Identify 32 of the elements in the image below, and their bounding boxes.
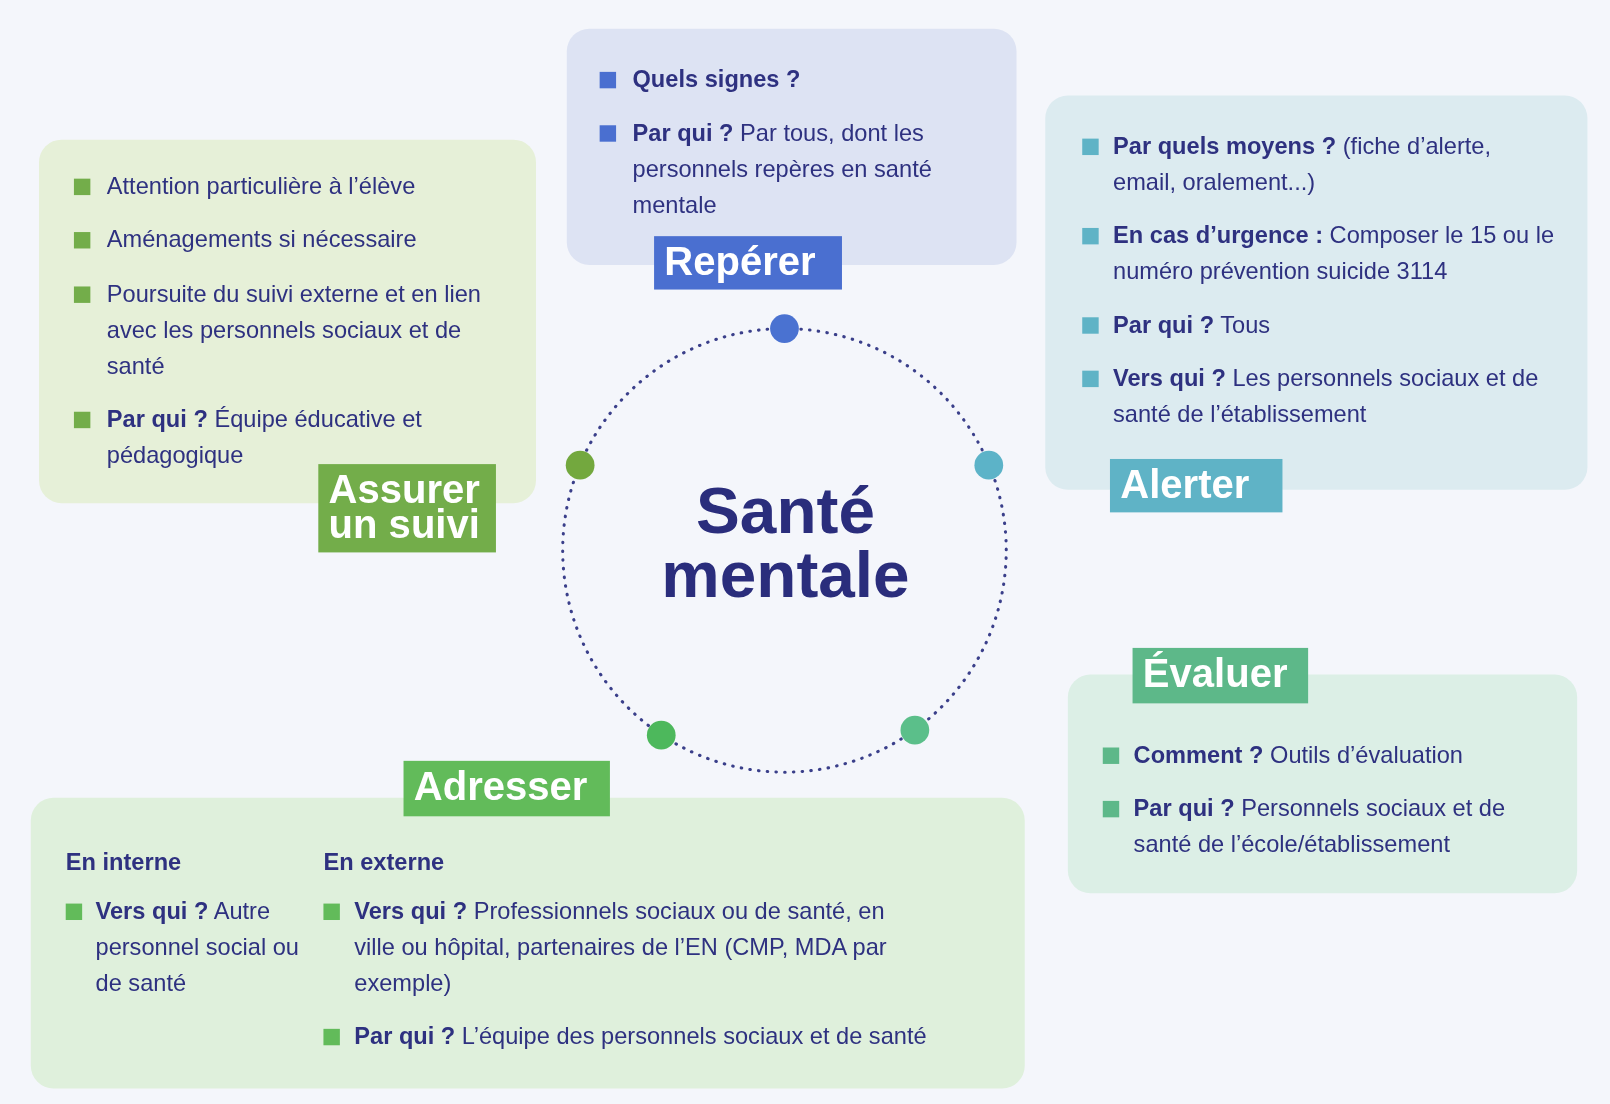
bullet-text: Vers qui ? Les personnels sociaux et de santé de l’établissement [1113,363,1540,430]
bullet-text: Par qui ? Personnels sociaux et de santé de l’école/établissement [1133,793,1507,860]
ring-dot [565,450,595,480]
title-tab: Repérer [654,236,842,290]
ring-dot [647,720,677,750]
ring-dot [900,715,930,745]
dotted-arc [674,737,903,774]
ring-dot [770,314,799,343]
bullet-text: En cas d’urgence : Composer le 15 ou le numéro prévention suicide 3114 [1113,220,1556,287]
bullet-text: Par qui ? L’équipe des personnels sociaux et de santé [354,1021,928,1052]
bullet-text: Vers qui ? Autre personnel social ou de santé [95,896,300,998]
subheading: Quels signes ? [632,64,802,95]
dotted-arc [561,479,650,728]
bullet-text: Attention particulière à l’élève [106,171,417,202]
bullet-text: Par quels moyens ? (fiche d’alerte, email, oralement...) [1113,131,1493,198]
title-tab: Adresser [403,760,610,817]
title-tab: Alerter [1109,459,1283,513]
title-tab: Évaluer [1132,647,1309,704]
dotted-arc [926,479,1008,722]
dotted-arc [799,327,984,452]
bullet-text: Vers qui ? Professionnels sociaux ou de santé, en ville ou hôpital, partenaires de l’EN (CMP, MDA par exemple) [354,896,888,998]
bullet-text: Par qui ? Tous [1113,310,1272,340]
bullet-text: Aménagements si nécessaire [106,224,418,255]
subheading: En externe [323,847,446,877]
dotted-arc [585,327,770,452]
bullet-text: Poursuite du suivi externe et en lien avec les personnels sociaux et de santé [106,279,482,381]
center-title: Santé mentale [626,478,945,606]
ring-dot [974,450,1004,480]
bullet-text: Comment ? Outils d’évaluation [1133,740,1464,771]
title-tab: Assurer un suivi [318,464,496,553]
subheading: En interne [65,847,183,877]
bullet-text: Par qui ? Par tous, dont les personnels repères en santé mentale [632,118,933,220]
